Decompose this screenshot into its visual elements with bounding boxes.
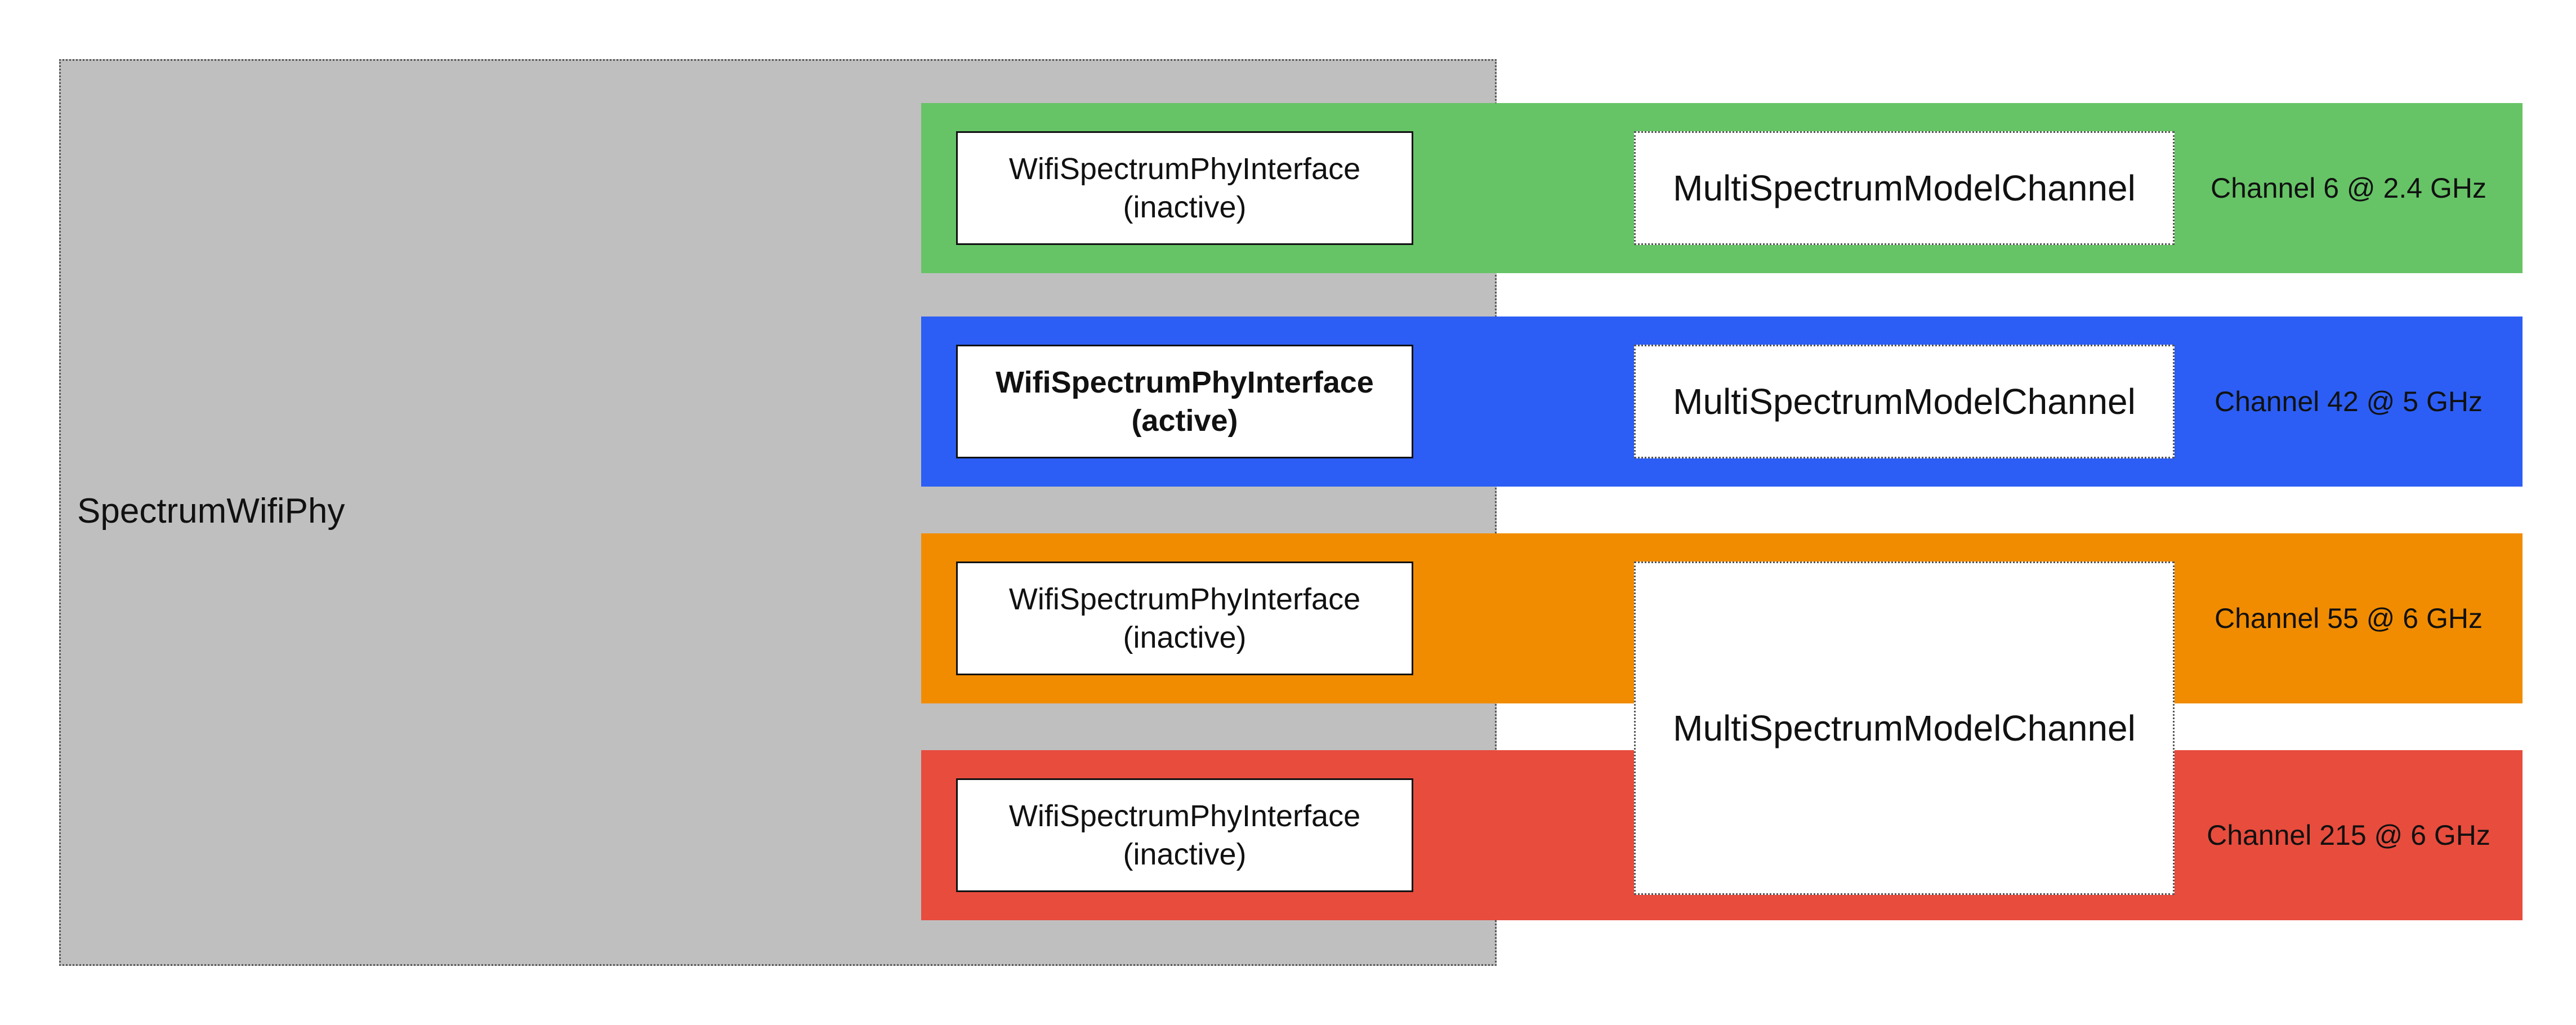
phy-interface-name: WifiSpectrumPhyInterface — [1008, 799, 1361, 833]
phy-interface-box: WifiSpectrumPhyInterface (inactive) — [956, 561, 1413, 675]
channel-label: Channel 215 @ 6 GHz — [2207, 819, 2490, 851]
multi-spectrum-model-channel-box-shared: MultiSpectrumModelChannel — [1634, 561, 2175, 895]
phy-interface-name: WifiSpectrumPhyInterface — [995, 366, 1374, 399]
model-channel-label: MultiSpectrumModelChannel — [1673, 168, 2136, 208]
phy-interface-state: (inactive) — [1123, 190, 1247, 224]
model-channel-label: MultiSpectrumModelChannel — [1673, 708, 2136, 748]
model-channel-label: MultiSpectrumModelChannel — [1673, 381, 2136, 422]
phy-interface-state: (inactive) — [1123, 621, 1247, 654]
spectrum-wifi-phy-label: SpectrumWifiPhy — [77, 492, 345, 531]
multi-spectrum-model-channel-box: MultiSpectrumModelChannel — [1634, 345, 2175, 458]
phy-interface-box-active: WifiSpectrumPhyInterface (active) — [956, 345, 1413, 458]
channel-label: Channel 55 @ 6 GHz — [2214, 603, 2483, 634]
channel-label: Channel 42 @ 5 GHz — [2214, 386, 2483, 417]
phy-interface-box: WifiSpectrumPhyInterface (inactive) — [956, 778, 1413, 892]
channel-label: Channel 6 @ 2.4 GHz — [2211, 172, 2486, 204]
phy-interface-box: WifiSpectrumPhyInterface (inactive) — [956, 131, 1413, 245]
phy-interface-state: (inactive) — [1123, 837, 1247, 871]
phy-interface-name: WifiSpectrumPhyInterface — [1008, 582, 1361, 616]
multi-spectrum-model-channel-box: MultiSpectrumModelChannel — [1634, 131, 2175, 245]
phy-interface-name: WifiSpectrumPhyInterface — [1008, 152, 1361, 186]
phy-interface-state: (active) — [1131, 404, 1238, 438]
